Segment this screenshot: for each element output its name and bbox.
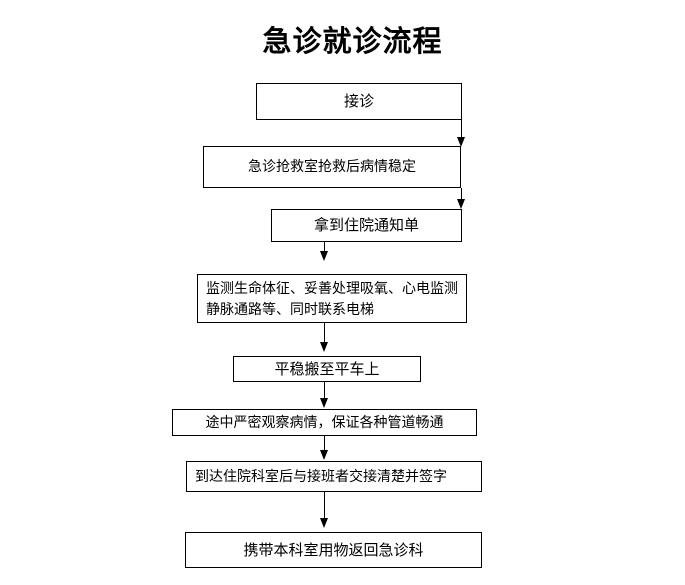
arrow-stem <box>323 323 325 342</box>
flow-step-monitoring-line1: 监测生命体征、妥善处理吸氧、心电监测 <box>206 279 458 296</box>
flow-step-observe-en-route: 途中严密观察病情，保证各种管道畅通 <box>172 409 477 436</box>
flow-arrow-6-to-7 <box>320 436 329 460</box>
arrow-down-icon <box>320 251 328 261</box>
flow-step-reception: 接诊 <box>256 83 462 120</box>
flow-arrow-4-to-5 <box>320 323 329 352</box>
flow-arrow-3-to-4 <box>320 242 329 261</box>
arrow-stem <box>323 382 325 398</box>
arrow-stem <box>323 242 325 251</box>
arrow-stem <box>460 188 462 199</box>
flow-step-handover-sign: 到达住院科室后与接班者交接清楚并签字 <box>186 461 482 492</box>
arrow-stem <box>323 492 325 518</box>
flow-step-admission-notice: 拿到住院通知单 <box>271 209 462 242</box>
arrow-down-icon <box>320 518 328 528</box>
arrow-down-icon <box>320 450 328 460</box>
arrow-down-icon <box>320 342 328 352</box>
flow-step-return-to-er: 携带本科室用物返回急诊科 <box>185 532 482 568</box>
flow-step-monitoring: 监测生命体征、妥善处理吸氧、心电监测 静脉通路等、同时联系电梯 <box>197 274 467 323</box>
flow-step-monitoring-line2: 静脉通路等、同时联系电梯 <box>206 300 374 317</box>
flow-arrow-1-to-2 <box>457 120 466 147</box>
arrow-down-icon <box>457 199 465 209</box>
flow-arrow-5-to-6 <box>320 382 329 408</box>
flow-step-condition-stable: 急诊抢救室抢救后病情稳定 <box>203 146 461 188</box>
arrow-down-icon <box>457 137 465 147</box>
flow-arrow-7-to-8 <box>320 492 329 528</box>
page-title: 急诊就诊流程 <box>262 26 443 58</box>
flow-arrow-2-to-3 <box>457 188 466 209</box>
arrow-down-icon <box>320 398 328 408</box>
flow-step-move-to-cart: 平稳搬至平车上 <box>233 356 421 382</box>
arrow-stem <box>460 120 462 137</box>
arrow-stem <box>323 436 325 450</box>
